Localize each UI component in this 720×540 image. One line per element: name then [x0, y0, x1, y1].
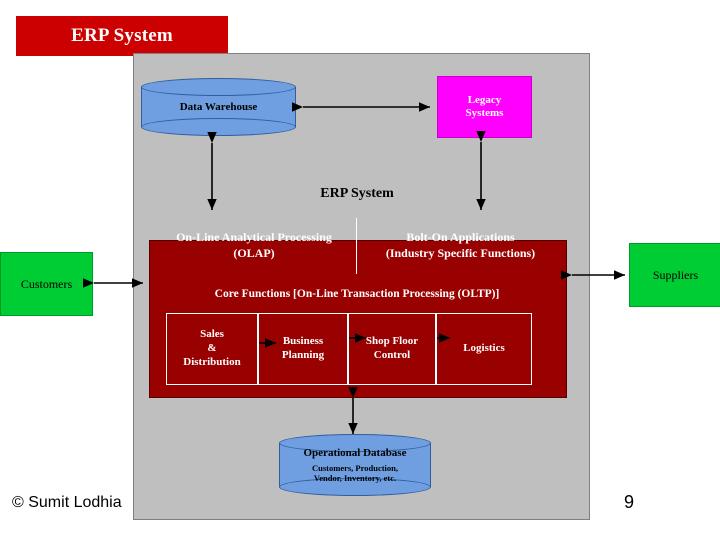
- operational-database-label: Operational Database: [303, 446, 407, 459]
- olap-label-line1: On-Line Analytical Processing: [176, 230, 332, 245]
- logistics-box: Logistics: [436, 313, 532, 385]
- sales-label-line1: Sales: [200, 328, 224, 341]
- core-functions-label: Core Functions [On-Line Transaction Proc…: [214, 288, 500, 300]
- cylinder-top: [141, 78, 296, 96]
- customers-label: Customers: [20, 276, 73, 291]
- page-title: ERP System: [71, 25, 173, 46]
- olap-box: On-Line Analytical Processing (OLAP): [152, 218, 357, 274]
- sales-distribution-box: Sales & Distribution: [166, 313, 258, 385]
- data-warehouse-cylinder: Data Warehouse: [141, 78, 296, 136]
- sales-label-line2: &: [207, 342, 217, 355]
- olap-label-line2: (OLAP): [233, 246, 275, 260]
- bolt-on-label-line2: (Industry Specific Functions): [385, 246, 536, 260]
- slide-title-box: ERP System: [16, 16, 228, 56]
- page-number: 9: [624, 492, 635, 512]
- shop-floor-line1: Shop Floor: [365, 335, 419, 348]
- legacy-systems-line1: Legacy: [467, 94, 502, 107]
- bolt-on-label-line1: Bolt-On Applications: [406, 230, 515, 245]
- cylinder-bottom: [141, 118, 296, 136]
- business-planning-box: Business Planning: [258, 313, 348, 385]
- erp-system-body: [149, 240, 567, 398]
- shop-floor-line2: Control: [373, 349, 411, 361]
- operational-database-sub-line2: Vendor, Inventory, etc.: [313, 472, 397, 483]
- suppliers-box: Suppliers: [629, 243, 720, 307]
- operational-database-sub-line1: Customers, Production,: [311, 462, 399, 473]
- copyright-text: © Sumit Lodhia: [12, 494, 122, 511]
- business-planning-line1: Business: [282, 335, 324, 348]
- cylinder-top: [279, 434, 431, 452]
- business-planning-line2: Planning: [281, 349, 325, 361]
- logistics-label: Logistics: [463, 342, 505, 355]
- legacy-systems-box: Legacy Systems: [437, 76, 532, 138]
- shop-floor-control-box: Shop Floor Control: [348, 313, 436, 385]
- bolt-on-applications-box: Bolt-On Applications (Industry Specific …: [357, 218, 564, 274]
- cylinder-bottom: [279, 478, 431, 496]
- sales-label-line3: Distribution: [183, 355, 241, 368]
- operational-database-label-group: Operational Database Customers, Producti…: [279, 434, 431, 496]
- customers-box: Customers: [0, 252, 93, 316]
- legacy-systems-line2: Systems: [465, 107, 504, 119]
- data-warehouse-label: Data Warehouse: [179, 100, 258, 113]
- suppliers-label: Suppliers: [652, 267, 699, 282]
- operational-database-cylinder: Operational Database Customers, Producti…: [279, 434, 431, 496]
- erp-system-heading: ERP System: [320, 186, 394, 201]
